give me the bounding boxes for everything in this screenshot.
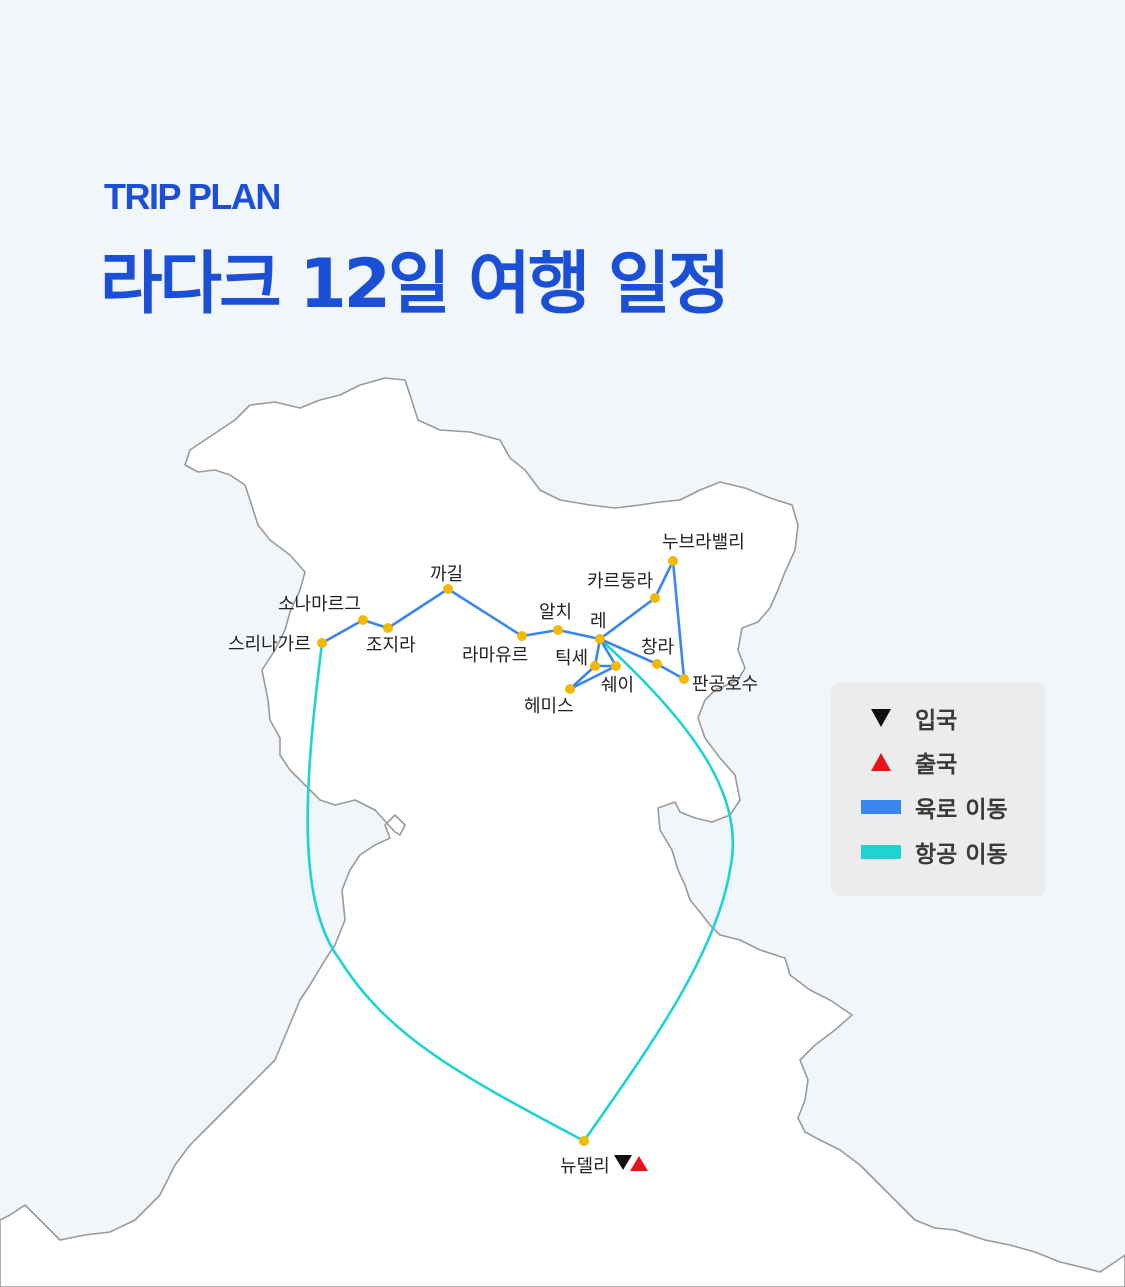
place-dot-alchi[interactable] bbox=[553, 625, 563, 635]
place-dot-thiksey[interactable] bbox=[590, 661, 600, 671]
place-label-alchi: 알치 bbox=[539, 602, 572, 623]
place-label-srinagar: 스리나가르 bbox=[228, 634, 311, 655]
legend-label-air: 항공 이동 bbox=[915, 842, 1008, 868]
place-label-khardungla: 카르둥라 bbox=[587, 571, 654, 592]
legend-item-land: 육로 이동 bbox=[861, 792, 1008, 823]
land-route-nubra-loop bbox=[598, 559, 686, 681]
place-dot-hemis[interactable] bbox=[565, 684, 575, 694]
legend-item-exit: 출국 bbox=[861, 747, 958, 778]
place-label-thiksey: 틱세 bbox=[555, 648, 588, 669]
air-route-leh-delhi bbox=[582, 638, 735, 1142]
place-label-pangong: 판공호수 bbox=[692, 674, 758, 695]
eyebrow-label: TRIP PLAN bbox=[104, 176, 281, 217]
place-dot-newdelhi[interactable] bbox=[579, 1136, 589, 1146]
place-label-sonamarg: 소나마르그 bbox=[278, 594, 361, 615]
place-dot-srinagar[interactable] bbox=[317, 638, 327, 648]
land-route-swatch bbox=[861, 792, 901, 822]
place-dot-leh[interactable] bbox=[595, 634, 605, 644]
page-title: 라다크 12일 여행 일정 bbox=[100, 245, 730, 324]
air-route-swatch bbox=[861, 837, 901, 867]
legend-item-air: 항공 이동 bbox=[861, 837, 1008, 868]
place-label-zojila: 조지라 bbox=[366, 635, 416, 656]
place-dot-changla[interactable] bbox=[652, 659, 662, 669]
place-label-shey: 쉐이 bbox=[601, 675, 634, 696]
land-region bbox=[0, 377, 1125, 1287]
place-label-leh: 레 bbox=[590, 611, 607, 632]
place-label-nubra: 누브라밸리 bbox=[662, 532, 745, 553]
legend-item-entry: 입국 bbox=[861, 703, 958, 734]
triangle-up-icon bbox=[861, 747, 901, 777]
place-label-newdelhi: 뉴델리 bbox=[560, 1156, 610, 1177]
place-dot-khardungla[interactable] bbox=[650, 593, 660, 603]
triangle-down-icon bbox=[861, 703, 901, 733]
exit-marker-icon bbox=[630, 1156, 648, 1171]
place-labels: 스리나가르 소나마르그 조지라 까길 라마유르 알치 레 카르둥라 누브라밸리 … bbox=[228, 532, 758, 1177]
legend-label-entry: 입국 bbox=[915, 708, 958, 734]
place-dot-kargil[interactable] bbox=[443, 584, 453, 594]
legend-label-land: 육로 이동 bbox=[915, 797, 1008, 823]
place-dot-zojila[interactable] bbox=[383, 623, 393, 633]
place-dot-lamayuru[interactable] bbox=[517, 631, 527, 641]
place-label-changla: 창라 bbox=[641, 637, 675, 658]
entry-marker-icon bbox=[614, 1155, 632, 1170]
place-label-hemis: 헤미스 bbox=[524, 696, 574, 717]
legend-label-exit: 출국 bbox=[915, 752, 958, 778]
place-label-kargil: 까길 bbox=[430, 564, 463, 585]
place-label-lamayuru: 라마유르 bbox=[462, 645, 528, 666]
air-route-srinagar-delhi bbox=[306, 642, 585, 1143]
map-legend: 입국 출국 육로 이동 항공 이동 bbox=[831, 682, 1046, 896]
place-dot-sonamarg[interactable] bbox=[358, 615, 368, 625]
place-dot-shey[interactable] bbox=[611, 661, 621, 671]
land-route-monasteries bbox=[593, 637, 618, 668]
place-dot-pangong[interactable] bbox=[679, 674, 689, 684]
place-dot-nubra[interactable] bbox=[668, 556, 678, 566]
place-markers bbox=[317, 556, 689, 1146]
